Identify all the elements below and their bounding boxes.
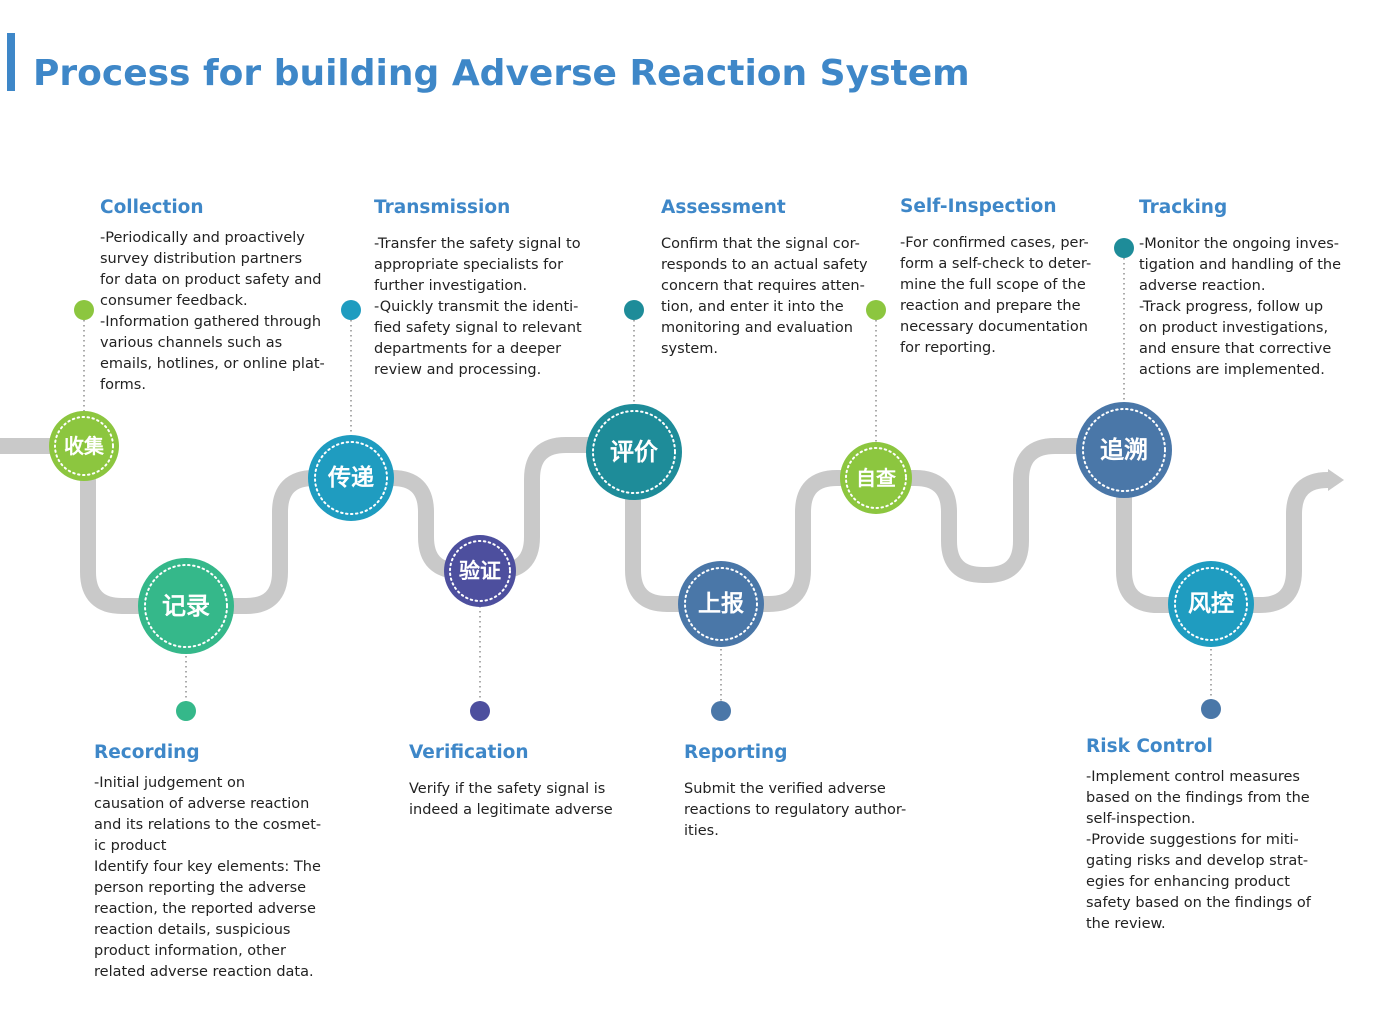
step-title-collection: Collection [100,197,204,218]
node-transmission: 传递 [308,435,394,521]
step-tracking: Tracking -Monitor the ongoing inves- tig… [1139,196,1379,381]
connector-reporting [711,604,731,721]
node-label-self-inspection: 自查 [856,466,896,490]
node-label-transmission: 传递 [327,464,374,491]
connector-risk-control [1201,604,1221,719]
step-description-collection: -Periodically and proactively survey dis… [100,230,325,393]
track-arrowhead [1328,469,1344,491]
connector-collection [74,300,94,446]
step-description-reporting: Submit the verified adverse reactions to… [684,781,907,839]
node-tracking: 追溯 [1076,402,1172,498]
step-title-risk-control: Risk Control [1086,736,1213,757]
step-title-recording: Recording [94,742,200,763]
node-reporting: 上报 [678,561,764,647]
node-collection: 收集 [49,411,119,481]
step-transmission: Transmission -Transfer the safety signal… [374,196,614,381]
step-title-verification: Verification [409,742,529,763]
step-description-assessment: Confirm that the signal cor- responds to… [661,236,868,357]
step-collection: Collection -Periodically and proactively… [100,196,340,396]
step-recording: Recording -Initial judgement on causatio… [94,741,339,983]
node-verification: 验证 [444,535,516,607]
step-assessment: Assessment Confirm that the signal cor- … [661,196,891,360]
node-label-collection: 收集 [64,434,105,458]
node-label-tracking: 追溯 [1100,436,1148,464]
node-label-assessment: 评价 [610,438,659,466]
step-title-tracking: Tracking [1139,197,1228,218]
node-label-reporting: 上报 [698,591,744,617]
step-self-inspection: Self-Inspection -For confirmed cases, pe… [900,195,1125,359]
step-description-tracking: -Monitor the ongoing inves- tigation and… [1139,236,1341,378]
connector-recording [176,606,196,721]
step-title-self-inspection: Self-Inspection [900,196,1057,217]
step-reporting: Reporting Submit the verified adverse re… [684,741,924,842]
step-risk-control: Risk Control -Implement control measures… [1086,735,1331,935]
page-title: Process for building Adverse Reaction Sy… [33,53,970,94]
node-recording: 记录 [138,558,234,654]
step-description-self-inspection: -For confirmed cases, per- form a self-c… [900,235,1092,356]
node-self-inspection: 自查 [840,442,912,514]
step-description-verification: Verify if the safety signal is indeed a … [409,781,613,818]
node-label-verification: 验证 [459,559,501,583]
node-label-risk-control: 风控 [1188,590,1234,617]
node-assessment: 评价 [586,404,682,500]
step-description-recording: -Initial judgement on causation of adver… [94,775,322,980]
title-accent-bar [7,33,15,91]
step-title-reporting: Reporting [684,742,788,763]
connector-assessment [624,300,644,452]
step-description-transmission: -Transfer the safety signal to appropria… [374,236,582,378]
step-verification: Verification Verify if the safety signal… [409,741,649,821]
connector-tracking [1114,238,1134,450]
step-title-assessment: Assessment [661,197,786,218]
connector-verification [470,571,490,721]
node-label-recording: 记录 [162,592,210,620]
step-title-transmission: Transmission [374,197,511,218]
step-description-risk-control: -Implement control measures based on the… [1086,769,1311,932]
node-risk-control: 风控 [1168,561,1254,647]
